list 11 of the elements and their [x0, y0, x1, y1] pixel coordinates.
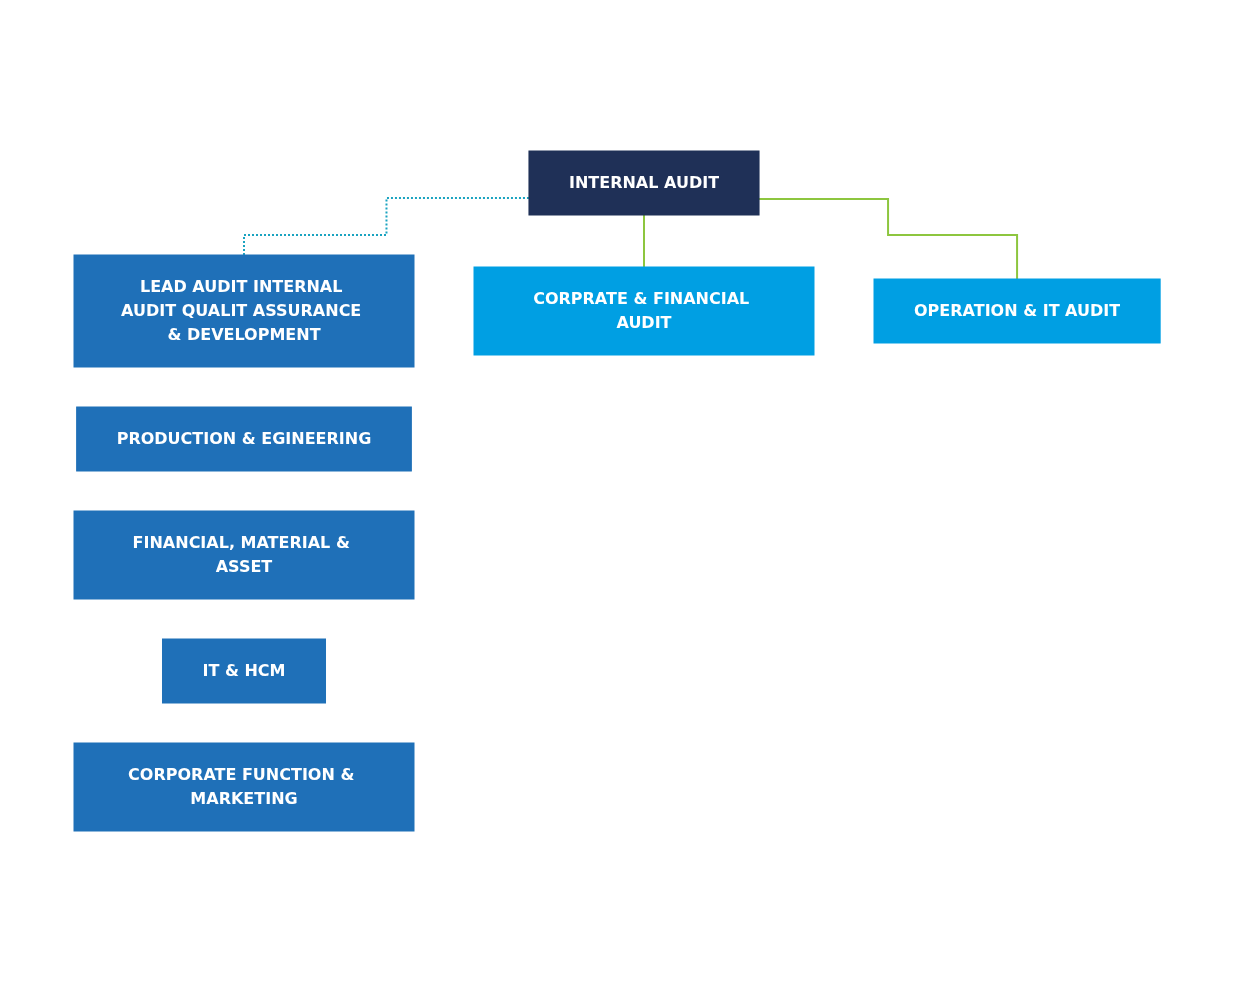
node-box: LEAD AUDIT INTERNAL AUDIT QUALIT ASSURANCE & DEVELOPMENT [73, 254, 415, 368]
node-box: PRODUCTION & EGINEERING [76, 406, 413, 472]
node-box: CORPRATE & FINANCIAL AUDIT [473, 266, 815, 356]
node-box: FINANCIAL, MATERIAL & ASSET [73, 510, 415, 600]
connector [243, 196, 531, 256]
node-box: IT & HCM [162, 638, 327, 704]
connector [643, 214, 646, 268]
node-box: INTERNAL AUDIT [528, 150, 760, 216]
node-box: OPERATION & IT AUDIT [873, 278, 1162, 344]
node-box: CORPORATE FUNCTION & MARKETING [73, 742, 415, 832]
connector [758, 198, 1019, 280]
